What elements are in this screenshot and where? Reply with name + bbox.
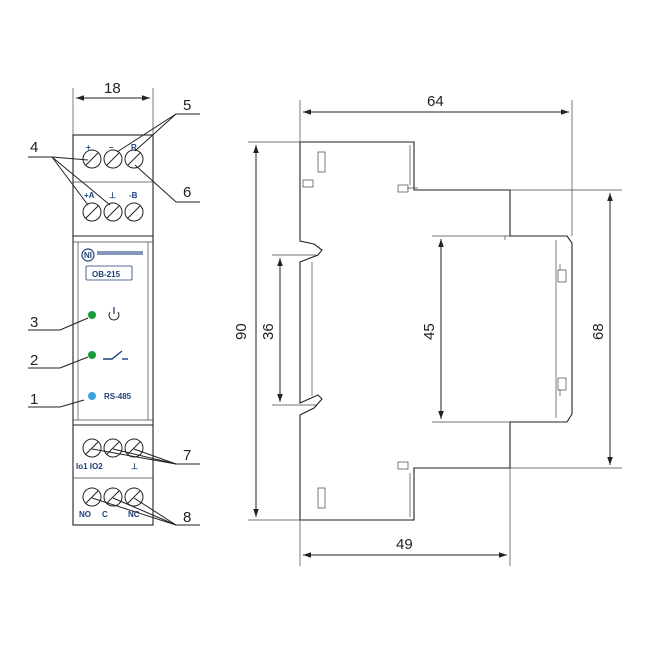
side-notch-top-right <box>397 184 409 193</box>
terminal-label-a: +A <box>84 191 95 200</box>
terminal-label-io: Io1 IO2 <box>76 462 103 471</box>
callout-5: 5 <box>183 97 191 114</box>
callout-7: 7 <box>183 447 191 464</box>
callout-4: 4 <box>30 139 38 156</box>
side-latch-lower <box>557 377 567 391</box>
terminal-label-nc: NC <box>128 510 140 519</box>
power-led <box>88 311 96 319</box>
callout-3: 3 <box>30 314 38 331</box>
terminal-label-ground-bottom: ⊥ <box>131 462 138 471</box>
terminal-label-minus: – <box>109 143 114 152</box>
terminal-screws-bottom-row2 <box>82 487 144 507</box>
relay-contact-icon <box>103 350 128 360</box>
power-icon <box>108 307 120 321</box>
side-latch-upper <box>557 269 567 283</box>
terminal-label-c: C <box>102 510 108 519</box>
callout-1: 1 <box>30 391 38 408</box>
dim-side-bottom-width: 49 <box>396 536 413 553</box>
rs485-led <box>88 392 96 400</box>
terminal-screws-top-row2 <box>82 202 144 222</box>
callout-6: 6 <box>183 184 191 201</box>
terminal-label-plus: + <box>86 143 91 152</box>
dim-front-width: 18 <box>104 80 121 97</box>
front-view: + – R +A ⊥ -B NI OB-215 RS-485 <box>72 80 154 526</box>
rs485-label: RS-485 <box>104 392 132 401</box>
callout-8: 8 <box>183 509 191 526</box>
dim-total-height: 90 <box>233 323 250 340</box>
logo-text: NI <box>84 251 92 260</box>
dim-rail-height: 36 <box>260 323 277 340</box>
front-housing <box>72 134 154 526</box>
relay-led <box>88 351 96 359</box>
model-label: OB-215 <box>92 270 121 279</box>
side-view: 64 49 90 36 45 68 <box>233 93 622 566</box>
callout-2: 2 <box>30 352 38 369</box>
side-notch-top <box>302 179 314 188</box>
dim-side-height: 68 <box>590 323 607 340</box>
terminal-screws-top-row1 <box>82 149 144 169</box>
side-slot-bottom <box>317 487 326 509</box>
logo: NI <box>81 248 143 262</box>
dim-side-width: 64 <box>427 93 444 110</box>
side-notch-bottom-right <box>397 461 409 470</box>
terminal-label-r: R <box>131 143 137 152</box>
terminal-label-b: -B <box>129 191 138 200</box>
callout-leaders: 5 4 6 3 2 1 7 8 <box>28 97 200 526</box>
side-slot-top <box>317 151 326 173</box>
dim-inner-height: 45 <box>421 323 438 340</box>
terminal-label-no: NO <box>79 510 91 519</box>
terminal-label-ground: ⊥ <box>109 191 116 200</box>
